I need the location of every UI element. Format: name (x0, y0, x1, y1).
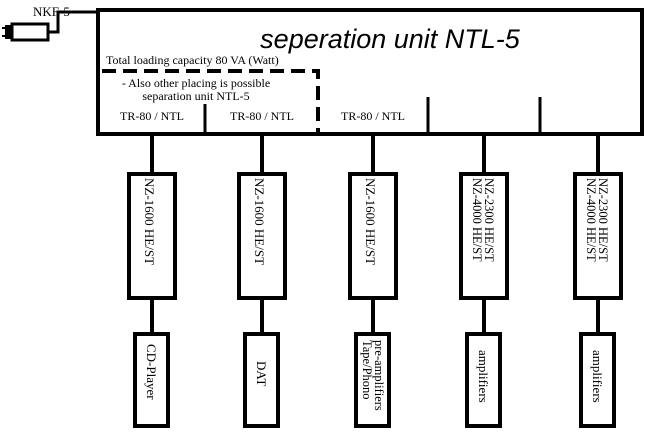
capacity-note: Total loading capacity 80 VA (Watt) (106, 53, 279, 67)
filter-box (573, 172, 623, 300)
power-cable (48, 10, 98, 34)
slot-label-1: TR-80 / NTL (120, 109, 184, 123)
branch-1: NZ-1600 HE/ST CD-Player (127, 134, 177, 428)
filter-label-line2: NZ-4000 HE/ST (584, 178, 598, 262)
slot-dividers (203, 97, 542, 134)
device-box (133, 332, 170, 428)
svg-text:NZ-2300 HE/ST NZ-4000 HE: NZ-2300 HE/ST NZ-4000 HE/ST (470, 178, 496, 265)
svg-text:amplifiers: amplifiers (476, 350, 491, 403)
branch-2: NZ-1600 HE/ST DAT (237, 134, 287, 428)
placing-note-line1: - Also other placing is possible (122, 76, 270, 90)
svg-text:DAT: DAT (254, 361, 269, 386)
filter-label-line1: NZ-1600 HE/ST (363, 178, 378, 265)
device-label-line1: amplifiers (476, 350, 491, 403)
svg-text:NZ-2300 HE/ST NZ-4000 HE: NZ-2300 HE/ST NZ-4000 HE/ST (584, 178, 610, 265)
svg-text:amplifiers: amplifiers (590, 350, 605, 403)
placing-note-line2: separation unit NTL-5 (142, 89, 249, 103)
filter-label-line1: NZ-1600 HE/ST (142, 178, 157, 265)
svg-text:CD-Player: CD-Player (144, 344, 159, 400)
power-plug-icon (2, 22, 50, 42)
svg-text:NZ-1600 HE/ST: NZ-1600 HE/ST (142, 178, 157, 265)
slot-label-2: TR-80 / NTL (230, 109, 294, 123)
plug-label: NKF-5 (33, 4, 70, 19)
device-box (579, 332, 616, 428)
branch-3: NZ-1600 HE/ST pre-amplifiers Tape/Phono (348, 134, 398, 428)
filter-box (237, 172, 287, 300)
device-box (243, 332, 280, 428)
filter-label-line2: NZ-4000 HE/ST (470, 178, 484, 262)
filter-box (348, 172, 398, 300)
branch-4: NZ-2300 HE/ST NZ-4000 HE/ST amplifiers (459, 134, 509, 428)
branch-5: NZ-2300 HE/ST NZ-4000 HE/ST amplifiers (573, 134, 623, 428)
filter-label-line1: NZ-1600 HE/ST (252, 178, 267, 265)
device-label-line1: CD-Player (144, 344, 159, 400)
svg-text:NZ-1600 HE/ST: NZ-1600 HE/ST (252, 178, 267, 265)
device-label-line1: amplifiers (590, 350, 605, 403)
device-label-line2: Tape/Phono (360, 340, 374, 400)
svg-text:NZ-1600 HE/ST: NZ-1600 HE/ST (363, 178, 378, 265)
device-box (354, 332, 391, 428)
slot-label-3: TR-80 / NTL (341, 109, 405, 123)
filter-label-line1: NZ-2300 HE/ST (482, 178, 496, 262)
device-box (465, 332, 502, 428)
unit-title: seperation unit NTL-5 (260, 24, 521, 54)
device-label-line1: pre-amplifiers (372, 340, 386, 411)
filter-box (127, 172, 177, 300)
svg-text:pre-amplifiers Tape/Phon: pre-amplifiers Tape/Phono (360, 340, 386, 414)
capacity-boundary-dashed (102, 69, 320, 134)
filter-label-line1: NZ-2300 HE/ST (596, 178, 610, 262)
device-label-line1: DAT (254, 361, 269, 386)
